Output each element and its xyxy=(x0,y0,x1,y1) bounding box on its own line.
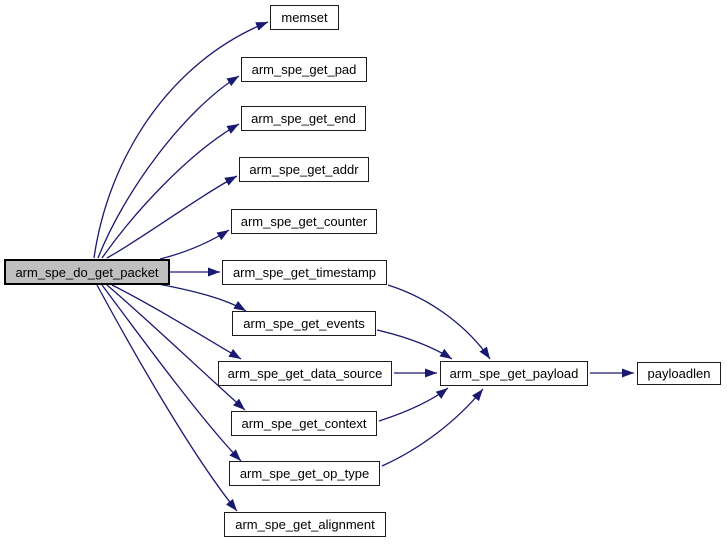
node-arm-spe-get-payload[interactable]: arm_spe_get_payload xyxy=(440,361,588,386)
edge-do-get-packet-to-get-alignment xyxy=(96,284,238,512)
edge-do-get-packet-to-get-events xyxy=(157,283,247,312)
node-arm-spe-get-data-source[interactable]: arm_spe_get_data_source xyxy=(218,361,392,386)
node-arm-spe-get-addr[interactable]: arm_spe_get_addr xyxy=(239,157,369,182)
node-arm-spe-get-op-type[interactable]: arm_spe_get_op_type xyxy=(229,461,380,486)
node-arm-spe-get-timestamp[interactable]: arm_spe_get_timestamp xyxy=(222,260,387,285)
node-memset[interactable]: memset xyxy=(270,5,339,30)
edge-get-op-type-to-get-payload xyxy=(381,388,484,467)
node-arm-spe-get-pad[interactable]: arm_spe_get_pad xyxy=(241,57,367,82)
edge-do-get-packet-to-get-counter xyxy=(159,229,230,260)
node-payloadlen[interactable]: payloadlen xyxy=(637,362,721,385)
node-arm-spe-get-counter[interactable]: arm_spe_get_counter xyxy=(231,209,377,234)
node-arm-spe-get-alignment[interactable]: arm_spe_get_alignment xyxy=(224,512,386,537)
edge-do-get-packet-to-get-pad xyxy=(97,75,240,259)
node-arm-spe-get-events[interactable]: arm_spe_get_events xyxy=(232,311,376,336)
node-arm-spe-get-end[interactable]: arm_spe_get_end xyxy=(241,106,366,131)
edge-get-timestamp-to-get-payload xyxy=(387,284,491,360)
edge-do-get-packet-to-memset xyxy=(93,21,269,259)
edge-get-context-to-get-payload xyxy=(378,387,449,422)
edge-do-get-packet-to-get-context xyxy=(106,284,246,411)
node-arm-spe-get-context[interactable]: arm_spe_get_context xyxy=(231,411,377,436)
edge-get-events-to-get-payload xyxy=(376,329,453,360)
edge-do-get-packet-to-get-end xyxy=(101,123,240,259)
edge-do-get-packet-to-get-addr xyxy=(106,175,238,259)
edge-do-get-packet-to-get-op-type xyxy=(101,284,242,462)
node-arm-spe-do-get-packet: arm_spe_do_get_packet xyxy=(4,259,170,285)
edge-do-get-packet-to-get-data-source xyxy=(111,284,242,360)
